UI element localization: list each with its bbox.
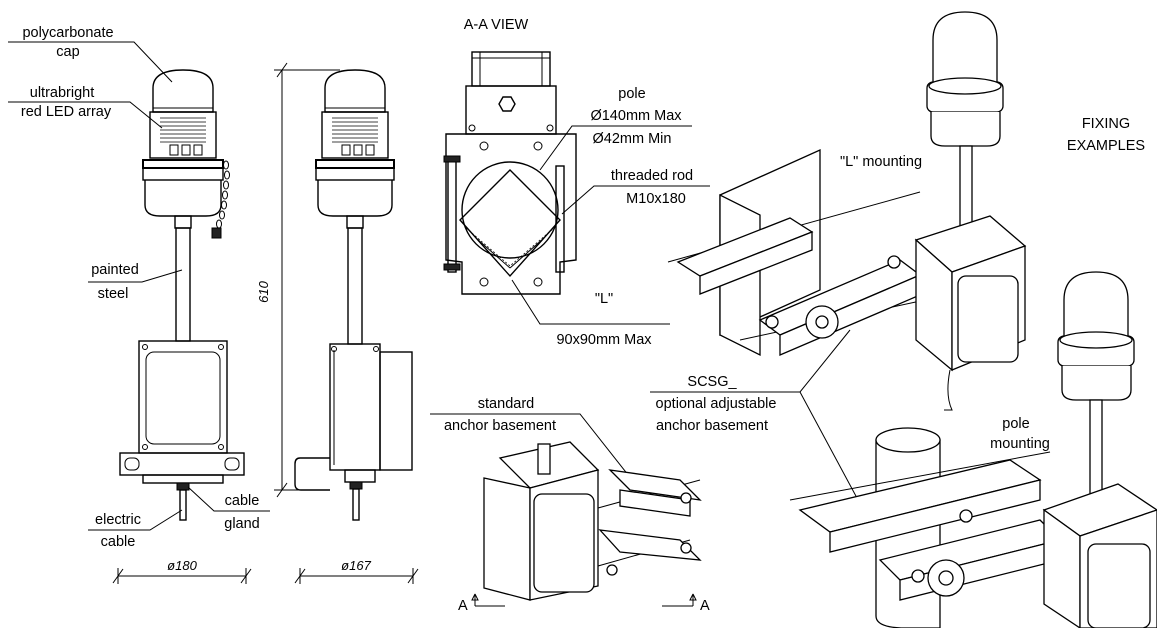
- l-label-line2: 90x90mm Max: [556, 332, 652, 348]
- width-side-dimension: ø167: [341, 558, 371, 573]
- scsg-label-line2: optional adjustable: [656, 396, 777, 412]
- gland-label-line1: cable: [225, 493, 260, 509]
- gland-label-line2: gland: [224, 516, 259, 532]
- pole-mounting-example: SCSG_ optional adjustable anchor basemen…: [650, 271, 1157, 628]
- l-mounting-example: "L" mounting FIXING EXAMPLES: [667, 11, 1145, 411]
- scsg-label-line1: SCSG_: [687, 374, 737, 390]
- front-view: [119, 69, 245, 521]
- scsg-label-line3: anchor basement: [656, 418, 768, 434]
- standard-label-line1: standard: [478, 396, 534, 412]
- fixing-label-line2: EXAMPLES: [1067, 138, 1145, 154]
- view-title: A-A VIEW: [464, 17, 529, 33]
- left-labels: polycarbonate cap ultrabright red LED ar…: [8, 25, 270, 550]
- led-label-line2: red LED array: [21, 104, 112, 120]
- section-marker-left: A: [458, 598, 468, 614]
- rod-label-line1: threaded rod: [611, 168, 693, 184]
- a-a-view: A-A VIEW pole Ø140mm Max Ø42mm Min threa…: [443, 17, 710, 348]
- polycarbonate-label-line1: polycarbonate: [22, 25, 113, 41]
- chain: [211, 160, 230, 239]
- pole-mounting-label-line2: mounting: [990, 436, 1050, 452]
- pole-label-line1: pole: [618, 86, 645, 102]
- pole-label-line2: Ø140mm Max: [590, 108, 682, 124]
- led-array-front: [160, 117, 206, 156]
- painted-label-line2: steel: [98, 286, 129, 302]
- side-view: [294, 69, 413, 521]
- pole-mounting-label-line1: pole: [1002, 416, 1029, 432]
- rod-label-line2: M10x180: [626, 191, 686, 207]
- height-dimension: 610: [256, 280, 271, 302]
- led-array-side: [332, 117, 378, 156]
- led-label-line1: ultrabright: [30, 85, 94, 101]
- electric-label-line2: cable: [101, 534, 136, 550]
- polycarbonate-label-line2: cap: [56, 44, 79, 60]
- pole-label-line3: Ø42mm Min: [593, 131, 672, 147]
- standard-anchor-example: standard anchor basement A A: [430, 396, 710, 614]
- section-marker-right: A: [700, 598, 710, 614]
- l-mounting-label: "L" mounting: [840, 154, 922, 170]
- painted-label-line1: painted: [91, 262, 139, 278]
- l-label-line1: "L": [595, 291, 613, 307]
- electric-label-line1: electric: [95, 512, 141, 528]
- width-front-dimension: ø180: [167, 558, 197, 573]
- standard-label-line2: anchor basement: [444, 418, 556, 434]
- fixing-label-line1: FIXING: [1082, 116, 1130, 132]
- dimensions: 610 ø180 ø167: [112, 62, 419, 584]
